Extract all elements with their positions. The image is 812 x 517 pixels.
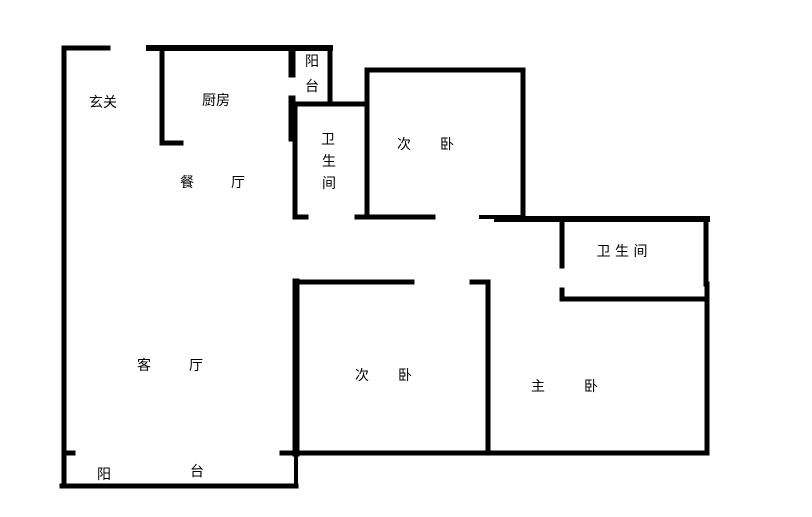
room-label-bathroom-1: 生: [322, 154, 336, 170]
room-label-living-balcony: 阳: [97, 467, 111, 483]
room-label-living-balcony: 台: [190, 464, 204, 480]
room-label-living: 厅: [189, 358, 203, 374]
room-label-dining: 厅: [231, 175, 245, 191]
room-label-small-balcony: 阳: [305, 54, 319, 70]
room-label-second-bedroom-top: 卧: [440, 137, 454, 153]
room-label-bathroom-2: 卫 生 间: [596, 244, 648, 260]
room-label-second-bedroom-top: 次: [397, 137, 411, 153]
room-label-bathroom-1: 间: [322, 176, 336, 192]
room-label-bathroom-1: 卫: [321, 132, 335, 148]
room-label-kitchen: 厨房: [202, 93, 230, 109]
room-label-master-bedroom: 主: [531, 379, 545, 395]
room-label-small-balcony: 台: [305, 79, 319, 95]
room-label-living: 客: [137, 358, 151, 374]
room-label-master-bedroom: 卧: [584, 379, 598, 395]
room-label-entrance: 玄关: [89, 95, 117, 111]
room-label-second-bedroom-bottom: 次: [355, 368, 369, 384]
room-label-second-bedroom-bottom: 卧: [398, 368, 412, 384]
room-label-dining: 餐: [180, 175, 194, 191]
